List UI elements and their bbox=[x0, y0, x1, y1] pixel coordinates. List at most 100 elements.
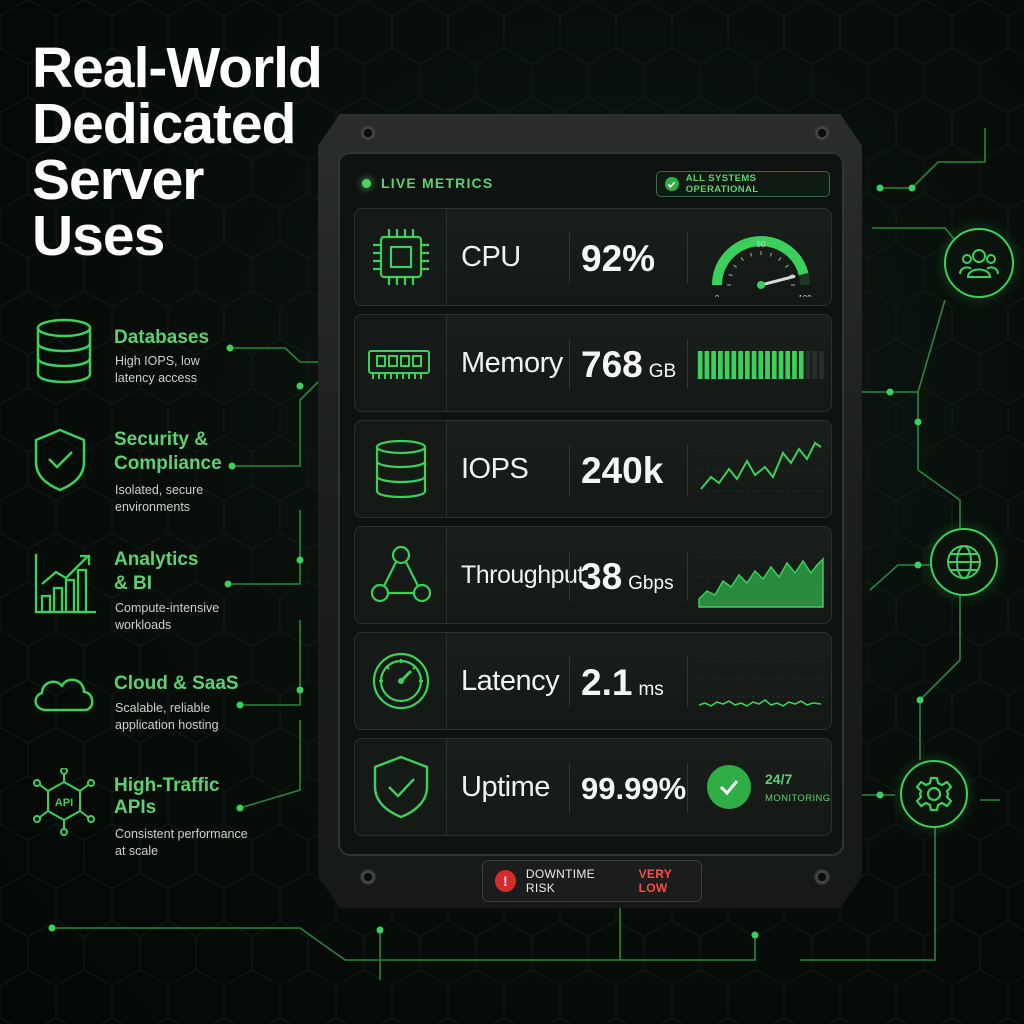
gauge-icon bbox=[372, 652, 430, 710]
check-icon bbox=[665, 177, 679, 191]
live-metrics-label: LIVE METRICS bbox=[381, 175, 494, 191]
settings-node bbox=[900, 760, 968, 828]
memory-bar-segment bbox=[792, 351, 797, 379]
memory-bar-segment bbox=[711, 351, 717, 379]
use-case-desc: Consistent performance bbox=[115, 827, 248, 841]
shield-check-icon bbox=[34, 428, 86, 492]
use-case-desc: workloads bbox=[115, 618, 172, 632]
metric-value: 99.99% bbox=[581, 771, 687, 806]
shield-check-icon bbox=[373, 755, 429, 819]
memory-bar-segment bbox=[798, 351, 804, 379]
use-case-cloud: Cloud & SaaS Scalable, reliable applicat… bbox=[26, 672, 266, 742]
memory-bar-segment bbox=[805, 351, 811, 379]
metric-row-cpu: CPU 92% 50 0 100 bbox=[354, 208, 832, 306]
use-case-analytics: Analytics & BI Compute-intensive workloa… bbox=[26, 548, 266, 638]
use-case-title: APIs bbox=[114, 797, 157, 818]
use-case-desc: at scale bbox=[115, 844, 159, 858]
use-case-databases: Databases High IOPS, low latency access bbox=[26, 318, 266, 398]
use-case-title: Cloud & SaaS bbox=[114, 673, 239, 694]
headline-line-2: Dedicated bbox=[32, 92, 296, 156]
metric-value: 92% bbox=[581, 238, 656, 279]
database-icon bbox=[36, 318, 92, 384]
memory-bar-segment bbox=[765, 351, 770, 379]
check-circle-icon bbox=[707, 765, 751, 809]
use-case-title: High-Traffic bbox=[114, 775, 220, 796]
globe-icon bbox=[947, 545, 981, 579]
screw-icon bbox=[814, 125, 830, 141]
headline-line-3: Server bbox=[32, 148, 204, 212]
memory-bar-segment bbox=[697, 351, 703, 379]
bar-chart-icon bbox=[34, 554, 96, 614]
use-case-title: Analytics bbox=[114, 549, 199, 570]
headline-line-4: Uses bbox=[32, 204, 165, 268]
memory-bar-segment bbox=[738, 351, 743, 379]
users-icon bbox=[959, 249, 999, 278]
cpu-chip-icon bbox=[373, 229, 429, 285]
metric-value: 240k bbox=[581, 450, 664, 491]
memory-bar-segment bbox=[758, 351, 764, 379]
live-dot-icon bbox=[362, 178, 371, 188]
metric-row-iops: IOPS 240k bbox=[354, 420, 832, 518]
risk-label: DOWNTIME RISK bbox=[525, 867, 595, 895]
monitoring-subtitle: MONITORING bbox=[765, 793, 831, 804]
memory-bar-segment bbox=[744, 351, 750, 379]
memory-bar-segment bbox=[785, 351, 791, 379]
status-badge: ALL SYSTEMS OPERATIONAL bbox=[656, 171, 830, 197]
memory-bar-segment bbox=[724, 351, 730, 379]
memory-bar-segment bbox=[751, 351, 757, 379]
database-icon bbox=[375, 439, 427, 499]
use-case-desc: application hosting bbox=[115, 718, 219, 732]
metric-label: Latency bbox=[461, 665, 560, 697]
use-case-security: Security & Compliance Isolated, secure e… bbox=[26, 428, 266, 518]
screw-icon bbox=[360, 125, 376, 141]
gauge-mid-label: 50 bbox=[757, 240, 766, 249]
cloud-icon bbox=[34, 678, 94, 712]
memory-bar-segment bbox=[771, 351, 777, 379]
status-text: ALL SYSTEMS OPERATIONAL bbox=[685, 173, 759, 195]
monitoring-title: 24/7 bbox=[765, 771, 793, 787]
memory-bar-segment bbox=[704, 351, 710, 379]
memory-bar-segment bbox=[718, 351, 723, 379]
gear-icon bbox=[915, 776, 953, 812]
metric-label: CPU bbox=[461, 241, 521, 273]
svg-text:API: API bbox=[55, 797, 73, 809]
globe-node bbox=[930, 528, 998, 596]
throughput-area-chart bbox=[697, 556, 825, 608]
use-case-desc: High IOPS, low bbox=[115, 354, 200, 368]
use-case-desc: Isolated, secure bbox=[115, 483, 204, 497]
metric-row-uptime: Uptime 99.99% 24/7 MONITORING bbox=[354, 738, 832, 836]
metric-label: Throughput bbox=[461, 561, 584, 589]
network-triangle-icon bbox=[371, 545, 431, 603]
use-case-desc: latency access bbox=[115, 371, 197, 385]
page-headline: Real-World Dedicated Server Uses bbox=[32, 36, 323, 268]
users-node bbox=[944, 228, 1014, 298]
latency-sparkline bbox=[697, 660, 825, 707]
screw-icon bbox=[360, 869, 376, 885]
risk-level: VERY LOW bbox=[638, 867, 672, 895]
use-case-desc: environments bbox=[115, 500, 191, 514]
iops-sparkline bbox=[697, 441, 825, 492]
headline-line-1: Real-World bbox=[32, 36, 323, 100]
api-network-icon: API bbox=[33, 768, 95, 836]
memory-usage-bar bbox=[697, 351, 824, 379]
use-case-title: Databases bbox=[114, 327, 210, 348]
metric-label: Uptime bbox=[461, 771, 550, 803]
memory-bar-segment bbox=[819, 351, 824, 379]
metric-label: IOPS bbox=[461, 453, 529, 485]
screw-icon bbox=[814, 869, 830, 885]
use-case-desc: Compute-intensive bbox=[115, 601, 220, 615]
memory-bar-segment bbox=[812, 351, 818, 379]
memory-bar-segment bbox=[778, 351, 784, 379]
use-case-title: Compliance bbox=[114, 453, 222, 474]
gauge-min-label: 0 bbox=[715, 294, 720, 297]
live-metrics-header: LIVE METRICS bbox=[362, 175, 493, 191]
downtime-risk-badge: ! DOWNTIME RISK VERY LOW bbox=[482, 860, 702, 902]
use-case-desc: Scalable, reliable bbox=[115, 701, 211, 715]
